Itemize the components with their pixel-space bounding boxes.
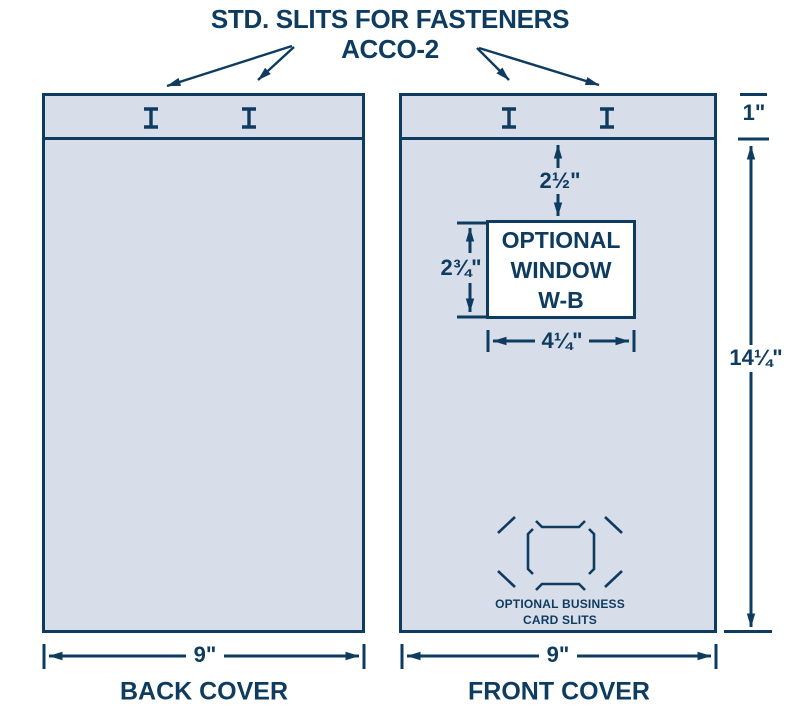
- window-label-line2: WINDOW: [510, 256, 612, 283]
- front-cover-label: FRONT COVER: [468, 677, 650, 706]
- front-cover-fold-line: [401, 137, 715, 141]
- back-cover-panel: [42, 93, 365, 633]
- back-cover-fold-line: [44, 137, 363, 141]
- optional-window-box: OPTIONAL WINDOW W-B: [486, 220, 636, 319]
- window-label-line3: W-B: [538, 286, 584, 313]
- window-height-label: 2¾": [436, 256, 486, 280]
- back-width-label: 9": [189, 643, 221, 667]
- window-label-line1: OPTIONAL: [501, 226, 621, 253]
- diagram-subtitle: ACCO-2: [341, 34, 439, 64]
- diagram-title: STD. SLITS FOR FASTENERS: [210, 4, 570, 34]
- cover-height-dimension: [724, 145, 772, 633]
- front-width-label: 9": [542, 643, 574, 667]
- cover-height-label: 14¼": [725, 346, 787, 370]
- window-width-label: 4¼": [537, 329, 587, 353]
- back-cover-label: BACK COVER: [119, 677, 289, 706]
- business-card-caption-line2: CARD SLITS: [523, 613, 597, 627]
- strip-height-label: 1": [742, 100, 766, 125]
- window-offset-label: 2½": [535, 169, 585, 193]
- business-card-caption-line1: OPTIONAL BUSINESS: [495, 597, 625, 611]
